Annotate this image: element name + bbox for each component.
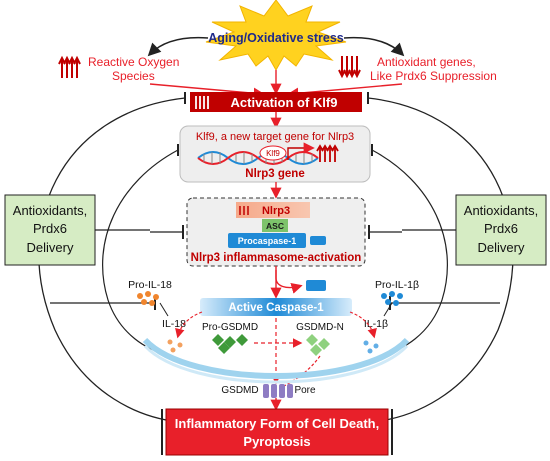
stress-label: Aging/Oxidative stress	[208, 31, 344, 45]
ros-label-line2: Species	[112, 69, 155, 83]
il18-dots-icon	[167, 339, 183, 353]
outcome-line1: Inflammatory Form of Cell Death,	[175, 416, 379, 431]
gsdmd-label: GSDMD	[221, 385, 258, 396]
inflammasome-box: Nlrp3 ASC Procaspase-1 Nlrp3 inflammasom…	[186, 197, 366, 267]
right-antioxidant-box: Antioxidants, Prdx6 Delivery	[455, 194, 547, 266]
inflammasome-title: Nlrp3 inflammasome-activation	[191, 252, 362, 264]
pro-il18-label: Pro-IL-18	[128, 279, 172, 291]
ros-label-line1: Reactive Oxygen	[88, 55, 179, 69]
inner-loop-left	[102, 149, 179, 353]
cell-membrane	[142, 337, 410, 384]
il1b-dots-icon	[363, 340, 379, 354]
caspase-fragment-icon	[306, 280, 326, 291]
pore-label: Pore	[294, 385, 316, 396]
klf9-activation-label: Activation of Klf9	[231, 95, 338, 110]
asc-label: ASC	[266, 221, 284, 231]
outer-loop-right	[367, 97, 514, 423]
pyroptosis-outcome-box: Inflammatory Form of Cell Death, Pyropto…	[161, 408, 393, 456]
gsdmd-n-diamonds-icon	[306, 334, 330, 356]
stress-burst: Aging/Oxidative stress	[205, 0, 347, 72]
nlrp3-gene-box: Klf9, a new target gene for Nlrp3 Klf9 N…	[179, 125, 371, 183]
inner-loop-right	[371, 149, 448, 353]
nlrp3-up-arrows-icon	[316, 144, 339, 162]
antioxidant-genes-line2: Like Prdx6 Suppression	[370, 69, 497, 83]
klf9-activation-box: Activation of Klf9	[190, 92, 362, 112]
left-antioxidant-line2: Prdx6	[33, 221, 67, 236]
active-caspase-box: Active Caspase-1	[200, 298, 352, 316]
right-antioxidant-line1: Antioxidants,	[464, 203, 538, 218]
right-antioxidant-line2: Prdx6	[484, 221, 518, 236]
outcome-line2: Pyroptosis	[243, 434, 310, 449]
pro-gsdmd-diamonds-icon	[212, 334, 248, 354]
klf9-target-caption: Klf9, a new target gene for Nlrp3	[196, 131, 354, 143]
gsdmd-pore-icon	[263, 384, 293, 398]
left-antioxidant-line1: Antioxidants,	[13, 203, 87, 218]
il18-label: IL-18	[162, 318, 186, 330]
left-antioxidant-line3: Delivery	[27, 240, 74, 255]
ros-up-arrows-icon	[58, 55, 81, 78]
gsdmd-n-label: GSDMD-N	[296, 322, 344, 333]
pro-il1b-dots-icon	[381, 291, 403, 306]
pro-il18-dots-icon	[137, 291, 159, 306]
nlrp3-gene-label: Nlrp3 gene	[245, 168, 304, 180]
pro-il1b-label: Pro-IL-1β	[375, 279, 419, 291]
outer-loop-left	[38, 97, 186, 423]
right-antioxidant-line3: Delivery	[478, 240, 525, 255]
left-antioxidant-box: Antioxidants, Prdx6 Delivery	[4, 194, 96, 266]
pro-gsdmd-label: Pro-GSDMD	[202, 322, 258, 333]
procaspase-label: Procaspase-1	[238, 236, 297, 246]
active-caspase-label: Active Caspase-1	[228, 302, 324, 314]
antioxidant-genes-line1: Antioxidant genes,	[377, 55, 476, 69]
nlrp3-label: Nlrp3	[262, 205, 290, 217]
antioxidant-down-arrows-icon	[338, 56, 361, 79]
klf9-tag: Klf9	[266, 149, 280, 158]
